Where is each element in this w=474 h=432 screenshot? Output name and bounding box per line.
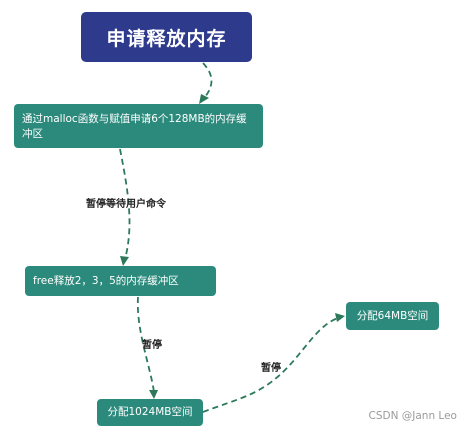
node-free-release: free释放2，3，5的内存缓冲区 bbox=[25, 266, 216, 296]
node-allocate-64mb: 分配64MB空间 bbox=[346, 302, 439, 330]
arrowhead-alloc1024-to-alloc64 bbox=[335, 313, 345, 322]
edge-title-to-malloc bbox=[202, 62, 213, 98]
arrowhead-title-to-malloc bbox=[199, 94, 209, 104]
arrowhead-malloc-to-free bbox=[120, 256, 129, 266]
watermark: CSDN @Jann Leo bbox=[368, 410, 457, 422]
edge-label-pause-2: 暂停 bbox=[261, 363, 281, 374]
edge-label-pause-wait: 暂停等待用户命令 bbox=[86, 199, 166, 210]
node-allocate-1024mb: 分配1024MB空间 bbox=[97, 399, 203, 426]
edge-label-pause-1: 暂停 bbox=[142, 340, 162, 351]
node-title: 申请释放内存 bbox=[81, 12, 252, 62]
arrowhead-free-to-alloc1024 bbox=[149, 390, 158, 399]
node-malloc-allocate: 通过malloc函数与赋值申请6个128MB的内存缓冲区 bbox=[14, 104, 263, 148]
